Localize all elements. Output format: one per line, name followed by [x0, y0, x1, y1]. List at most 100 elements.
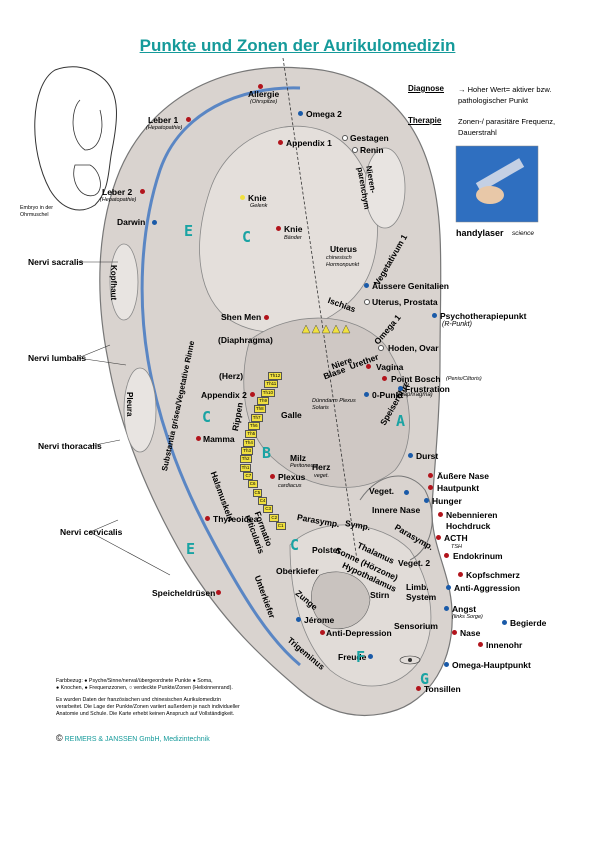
vertebra-th1: Th1 — [239, 463, 252, 472]
zone-c-lower: C — [290, 536, 300, 554]
point-uterus: Uterus — [330, 244, 357, 254]
brain-sketch — [311, 571, 371, 630]
dot-innenohr — [478, 642, 483, 647]
zone-a: A — [396, 412, 406, 430]
point-leber2-sub: (Hepatopathie) — [100, 197, 137, 203]
point-speicheldruesen: Speicheldrüsen — [152, 588, 216, 598]
dot-leber1 — [186, 117, 191, 122]
dot-endokrinum — [444, 553, 449, 558]
point-nase: Nase — [460, 628, 481, 638]
dot-leber2 — [140, 189, 145, 194]
point-stirn: Stirn — [370, 590, 390, 600]
pleura-label: Pleura — [125, 392, 134, 417]
dot-omega-haupt — [444, 662, 449, 667]
vertebra-c7: C7 — [243, 472, 254, 480]
dot-nebennieren — [438, 512, 443, 517]
dot-knie1 — [240, 195, 245, 200]
dot-kopfschmerz — [458, 572, 463, 577]
dot-aeussere-nase — [428, 473, 433, 478]
point-hunger: Hunger — [432, 496, 462, 506]
zone-e-lower: E — [186, 540, 196, 558]
vertebra-c2: C2 — [269, 513, 280, 522]
zone-g: G — [420, 670, 430, 688]
polster-label: Polster — [312, 545, 341, 555]
vertebra-th10: Th10 — [260, 388, 275, 397]
dot-anti-aggression — [446, 585, 451, 590]
point-herz-paren: (Herz) — [219, 371, 244, 381]
nervi-lumbalis: Nervi lumbalis — [28, 353, 87, 363]
point-psycho: Psychotherapiepunkt — [440, 311, 527, 321]
dot-appendix2 — [250, 392, 255, 397]
handylaser-label: handylaser — [456, 228, 504, 238]
zone-c-upper: C — [242, 228, 252, 246]
nieren-zone — [364, 147, 406, 229]
dot-uterus-prostata — [364, 299, 370, 305]
vertebra-th7: Th7 — [250, 413, 263, 422]
embryo-ear-sketch — [34, 66, 117, 211]
dot-freude — [368, 654, 373, 659]
dot-vagina — [366, 364, 371, 369]
point-galle: Galle — [281, 410, 302, 420]
handylaser-sub: science — [512, 230, 535, 237]
point-nebennieren: Nebennieren — [446, 510, 498, 520]
point-duenndarm: Dünndarm Plexus Solaris — [312, 398, 356, 411]
point-innere-nase: Innere Nase — [372, 505, 421, 515]
point-uterus-sub: chinesisch Hormonpunkt — [326, 255, 360, 268]
vertebra-c3: C3 — [263, 505, 274, 514]
legend-block: Farbbezug: ● Psyche/Sinne/nerval/übergeo… — [56, 678, 286, 718]
point-knie1-sub: Gelenk — [250, 203, 268, 209]
point-anti-aggression: Anti-Aggression — [454, 583, 521, 593]
point-gestagen: Gestagen — [350, 133, 389, 143]
diagnose-text: → Hoher Wert= aktiver bzw. pathologische… — [458, 85, 552, 105]
point-bosch-sub: (Penis/Clitoris) — [446, 376, 482, 382]
point-allergie-sub: (Ohrspitze) — [250, 99, 278, 105]
point-darwin: Darwin — [117, 217, 146, 227]
point-aeussere-genitalien: Äussere Genitalien — [372, 281, 450, 291]
helix-rim — [140, 86, 301, 667]
dot-darwin — [152, 220, 157, 225]
vertebra-th5: Th5 — [245, 430, 258, 439]
point-herz-sub: veget. — [314, 473, 329, 479]
legend-line-2: ● Knochen, ● Frequenzzonen, ○ verdeckte … — [56, 685, 233, 691]
legend-line-4: verarbeitet. Die Lage der Punkte/Zonen v… — [56, 704, 240, 710]
therapie-label: Therapie — [408, 116, 442, 125]
point-frustration: Frustration — [405, 384, 450, 394]
dot-shen-men — [264, 315, 269, 320]
point-knie1: Knie — [248, 193, 267, 203]
dot-begierde — [502, 620, 507, 625]
point-milz: Milz — [290, 453, 307, 463]
point-herz: Herz — [312, 462, 331, 472]
vertebra-th3: Th3 — [241, 447, 254, 455]
point-durst: Durst — [416, 451, 439, 461]
dot-hunger — [424, 498, 429, 503]
dot-tonsillen — [416, 686, 421, 691]
dot-psycho — [432, 313, 437, 318]
point-vagina: Vagina — [376, 362, 404, 372]
dot-frustration — [398, 386, 403, 391]
vertebra-th4: Th4 — [243, 438, 255, 447]
point-allergie: Allergie — [248, 89, 280, 99]
dot-gestagen — [342, 135, 348, 141]
dot-aeussere-genitalien — [364, 283, 369, 288]
point-anti-depression: Anti-Depression — [326, 628, 392, 638]
point-shen-men: Shen Men — [221, 312, 262, 322]
point-hoden: Hoden, Ovar — [388, 343, 439, 353]
vertebra-th8: Th8 — [253, 405, 266, 414]
point-aeussere-nase: Äußere Nase — [437, 471, 489, 481]
point-appendix2: Appendix 2 — [201, 390, 247, 400]
veget2-label: Veget. 2 — [398, 558, 431, 568]
dot-nullpunkt — [364, 392, 369, 397]
dot-durst — [408, 453, 413, 458]
dot-renin — [352, 147, 358, 153]
kopfhaut-zone — [109, 243, 139, 321]
dot-angst — [444, 606, 449, 611]
diagnose-label: Diagnose — [408, 84, 445, 93]
zone-f: F — [356, 648, 366, 666]
point-innenohr: Innenohr — [486, 640, 523, 650]
dot-omega2 — [298, 111, 303, 116]
legend-line-5: Anatomie und Schule. Die Karte erhebt ke… — [56, 711, 235, 717]
point-leber1-sub: (Hepatopathie) — [146, 125, 183, 131]
point-nullpunkt: 0-Punkt — [372, 390, 404, 400]
point-knie2-sub: Bänder — [284, 235, 302, 241]
